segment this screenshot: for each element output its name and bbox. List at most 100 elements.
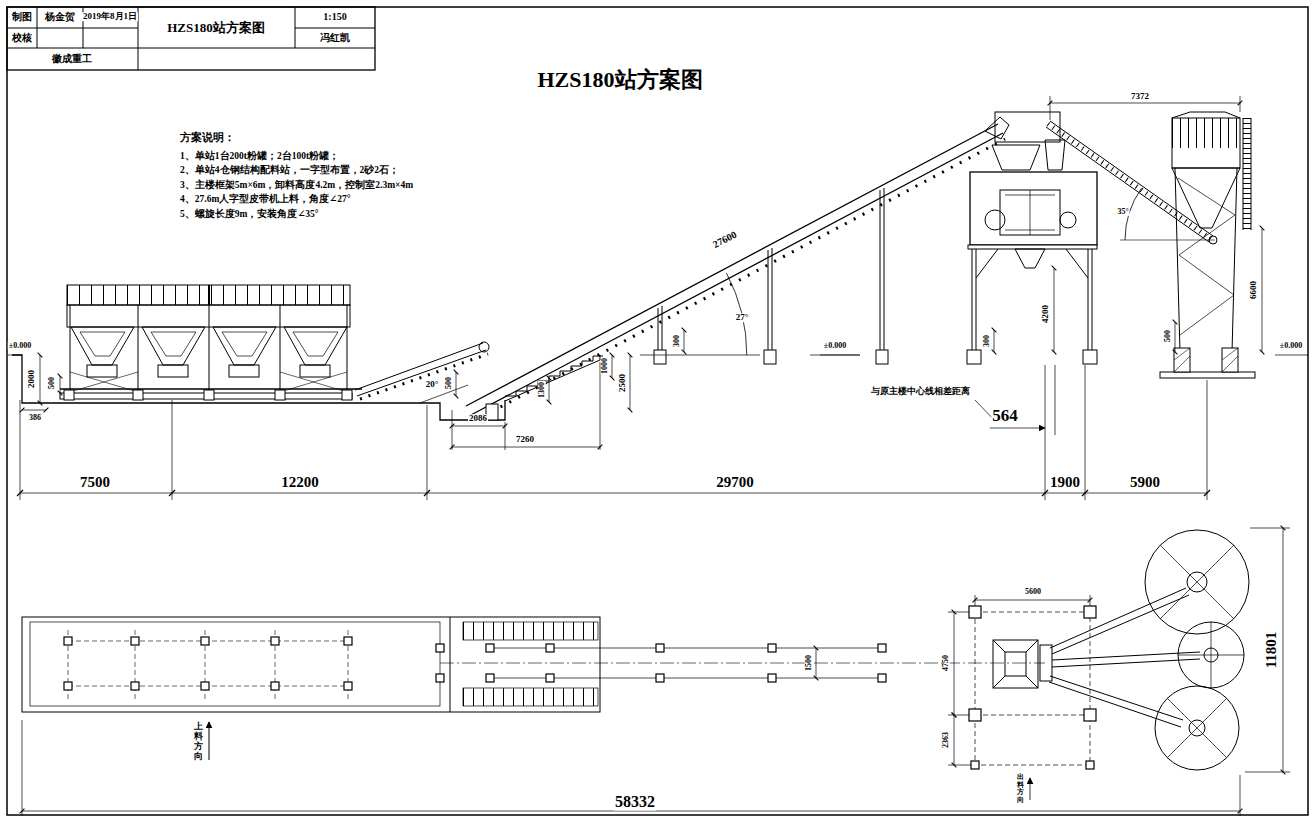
silos-plan	[1187, 572, 1207, 592]
batching-bins	[158, 365, 188, 377]
belt-plan	[768, 674, 776, 682]
mixer-plan	[1084, 606, 1096, 618]
sheet-frame	[7, 7, 1308, 815]
dimension-value: 7372	[1130, 92, 1150, 101]
mixing-building	[968, 245, 1097, 249]
dimension-value: 500	[1164, 329, 1172, 343]
cement-silo	[1172, 112, 1240, 118]
dimension-line	[948, 612, 971, 765]
batching-bins	[60, 388, 362, 389]
mixer-plan	[969, 606, 1096, 769]
dimension-value: 2086	[468, 414, 488, 423]
note-heading: 方案说明：	[180, 132, 235, 144]
belt-plan	[486, 644, 494, 652]
dimension-value: 2000	[27, 369, 36, 389]
dimension-line	[954, 715, 955, 765]
dimension-line	[994, 330, 995, 352]
mixing-building	[1000, 190, 1060, 235]
mixing-building	[972, 249, 1092, 352]
batching-bins	[275, 390, 285, 400]
dimension-line	[990, 428, 1045, 429]
dimension-line	[452, 426, 505, 427]
mixer-plan	[993, 640, 1038, 688]
dimension-line	[452, 362, 600, 450]
dimension-value: 11801	[1264, 631, 1280, 670]
batching-bins	[204, 390, 214, 400]
note-line: 3、主楼框架5m×6m，卸料高度4.2m，控制室2.3m×4m	[180, 181, 413, 191]
incline-belt	[466, 124, 1003, 415]
cement-silo	[1175, 168, 1237, 352]
belt-plan	[546, 674, 554, 682]
dimension-line	[22, 720, 1240, 816]
title-block-cell: 1:150	[322, 12, 347, 23]
cement-silo	[1172, 118, 1240, 168]
title-block-cell: 徽成重工	[51, 54, 93, 65]
mixer-plan	[975, 612, 1090, 715]
belt-plan	[486, 674, 494, 682]
angle-value: 35°	[1116, 208, 1129, 216]
batching-bins	[67, 285, 350, 305]
dimension-value: 300	[983, 334, 991, 348]
dimension-line	[975, 600, 1090, 601]
silos-plan	[1178, 622, 1244, 688]
bins-plan	[344, 682, 352, 690]
elevation-mark: ±0.000	[8, 342, 32, 350]
mixing-building	[992, 140, 1065, 170]
mixing-building	[967, 350, 981, 364]
cement-silo	[1243, 118, 1251, 230]
dimension-line	[1054, 268, 1055, 352]
dimension-value: 564	[991, 407, 1019, 425]
dimension-line	[22, 410, 46, 411]
dimension-line	[8, 96, 1308, 500]
batching-bins	[300, 365, 330, 377]
dimension-value: 386	[28, 414, 42, 422]
plant-drawing	[7, 7, 1308, 816]
title-block-cell: 冯红凯	[319, 33, 351, 44]
dimension-line	[40, 355, 41, 403]
screw-conveyor	[1120, 240, 1215, 241]
dimension-value: 2500	[618, 373, 627, 393]
dimension-line	[22, 528, 1290, 816]
dimension-value: 29700	[715, 475, 755, 491]
cement-silo	[1172, 118, 1240, 148]
angle-value: 20°	[425, 380, 440, 389]
dimension-value: 1000	[601, 357, 609, 375]
dimension-line	[549, 378, 550, 402]
dimension-value: 7260	[515, 435, 535, 444]
dimension-value: 500	[48, 376, 56, 390]
bins-plan	[201, 682, 209, 690]
mixer-plan	[975, 715, 1090, 765]
dimension-line	[60, 376, 61, 393]
silos-plan	[1050, 588, 1189, 654]
collecting-belt	[355, 342, 489, 399]
dimension-value: 7500	[79, 475, 111, 491]
bins-plan	[64, 682, 72, 690]
belt-plan	[656, 644, 664, 652]
dimension-value: 1900	[1049, 475, 1081, 491]
bins-plan	[463, 688, 598, 706]
belt-plan	[546, 644, 554, 652]
belt-plan	[486, 644, 886, 682]
note-line: 5、螺旋长度9m，安装角度∠35°	[180, 210, 319, 220]
dimension-line	[8, 355, 1308, 356]
bins-plan	[64, 637, 444, 690]
mixer-plan	[1086, 761, 1094, 769]
bins-plan	[22, 617, 600, 712]
belt-plan	[768, 644, 776, 652]
screw-conveyor	[1046, 121, 1217, 244]
bins-plan	[22, 617, 600, 712]
title-block-cell: 制图	[11, 12, 33, 23]
cement-silo	[1178, 178, 1235, 335]
screw-conveyor	[1048, 124, 1211, 239]
bins-plan	[436, 644, 444, 652]
dimension-line	[20, 365, 1207, 500]
mixer-plan	[993, 640, 1038, 688]
dimension-value: 1300	[538, 381, 546, 399]
dimension-line	[456, 372, 457, 396]
batching-bins	[133, 390, 143, 400]
batching-bins	[12, 355, 505, 420]
mixing-building	[970, 172, 1097, 245]
dimension-value: 6600	[1249, 280, 1258, 300]
